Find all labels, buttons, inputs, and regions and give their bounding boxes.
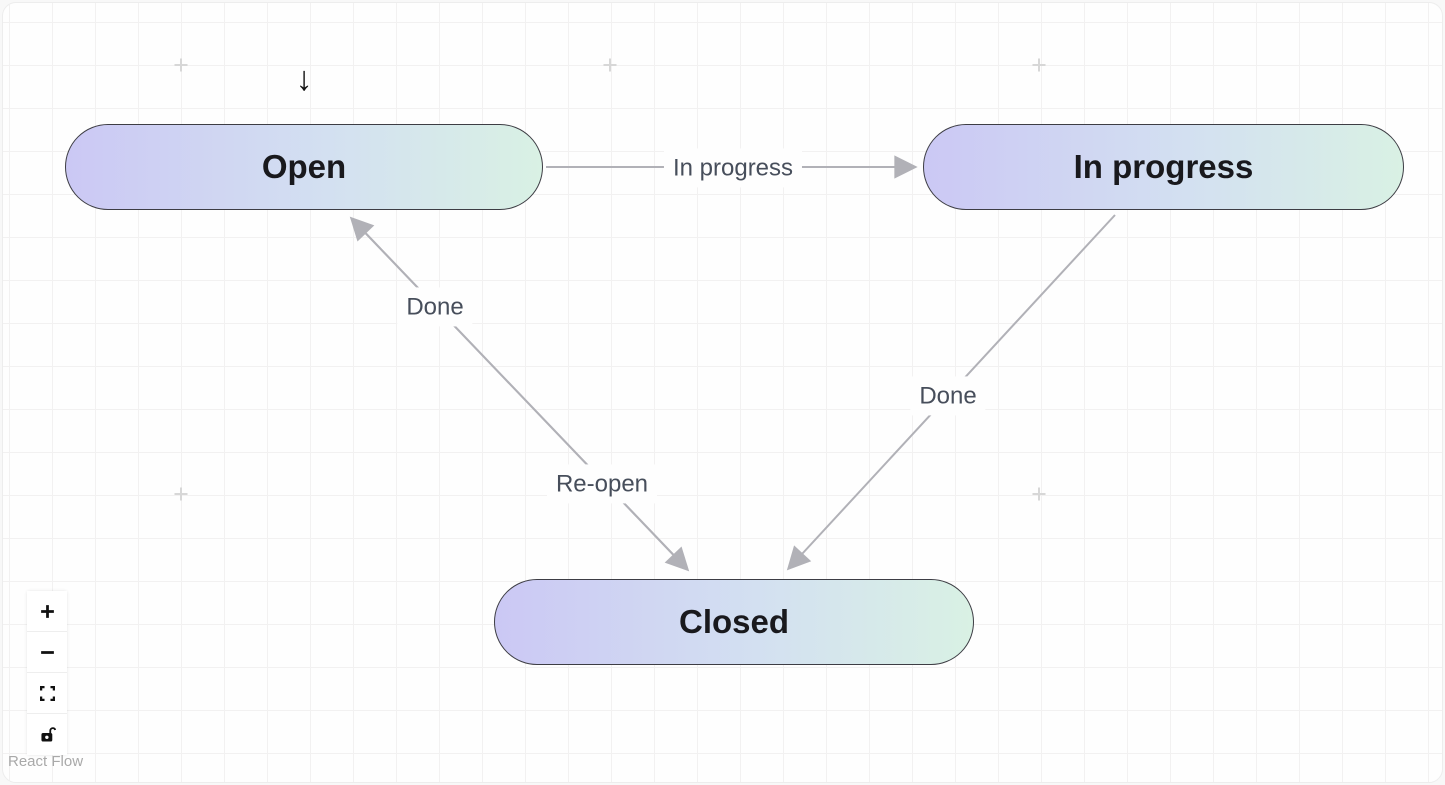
node-in-progress[interactable]: In progress (923, 124, 1404, 210)
node-label: Closed (678, 603, 790, 640)
edge-label-open-to-closed[interactable]: Done (397, 287, 473, 327)
grid-cross-icon (1032, 58, 1046, 72)
edge-label-in-progress-to-closed[interactable]: Done (910, 376, 986, 416)
fit-view-button[interactable] (27, 673, 67, 714)
node-label: Open (261, 148, 347, 185)
edge-closed-to-open[interactable] (349, 216, 687, 569)
unlock-icon (39, 726, 56, 743)
controls-panel (27, 591, 67, 755)
layout-direction-down-icon[interactable]: ↓ (295, 60, 313, 98)
node-open[interactable]: Open (65, 124, 543, 210)
zoom-in-button[interactable] (27, 591, 67, 632)
grid-cross-icon (603, 58, 617, 72)
fit-view-icon (39, 685, 56, 702)
grid-cross-icon (174, 58, 188, 72)
grid-cross-icon (1032, 487, 1046, 501)
minus-icon (39, 644, 56, 661)
zoom-out-button[interactable] (27, 632, 67, 673)
grid-cross-icon (174, 487, 188, 501)
node-label: In progress (1073, 148, 1254, 185)
edge-label-closed-to-open[interactable]: Re-open (546, 464, 658, 504)
react-flow-attribution[interactable]: React Flow (8, 753, 84, 770)
plus-icon (39, 603, 56, 620)
edge-label-open-to-in-progress[interactable]: In progress (663, 148, 803, 188)
toggle-interactivity-button[interactable] (27, 714, 67, 755)
node-closed[interactable]: Closed (494, 579, 974, 665)
